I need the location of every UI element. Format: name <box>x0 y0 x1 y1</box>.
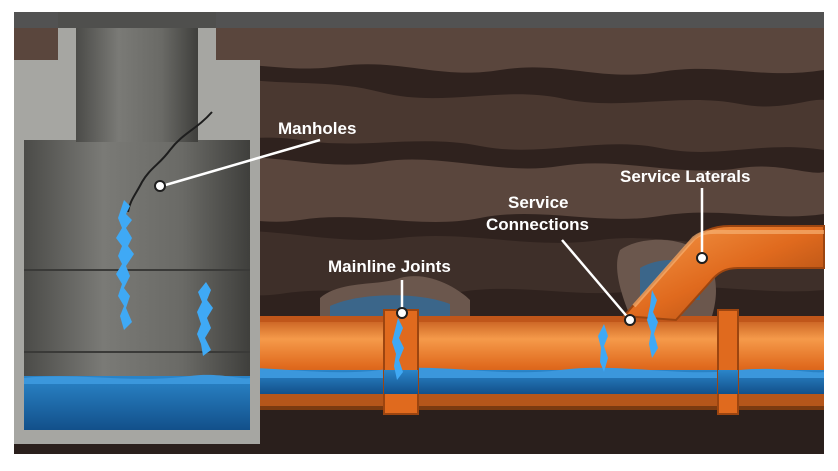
label-mainline-joints: Mainline Joints <box>328 257 451 276</box>
label-service-connections-line1: Service <box>508 193 569 212</box>
manholes-marker <box>154 180 166 192</box>
mainline-joints-marker <box>396 307 408 319</box>
leak-splashes <box>116 200 658 380</box>
service-laterals-marker <box>696 252 708 264</box>
label-service-connections-line2: Connections <box>486 215 589 234</box>
service-connections-marker <box>624 314 636 326</box>
service-lateral-pipe <box>621 225 825 322</box>
label-manholes: Manholes <box>278 119 356 138</box>
manhole <box>14 12 260 444</box>
label-service-laterals: Service Laterals <box>620 167 750 186</box>
